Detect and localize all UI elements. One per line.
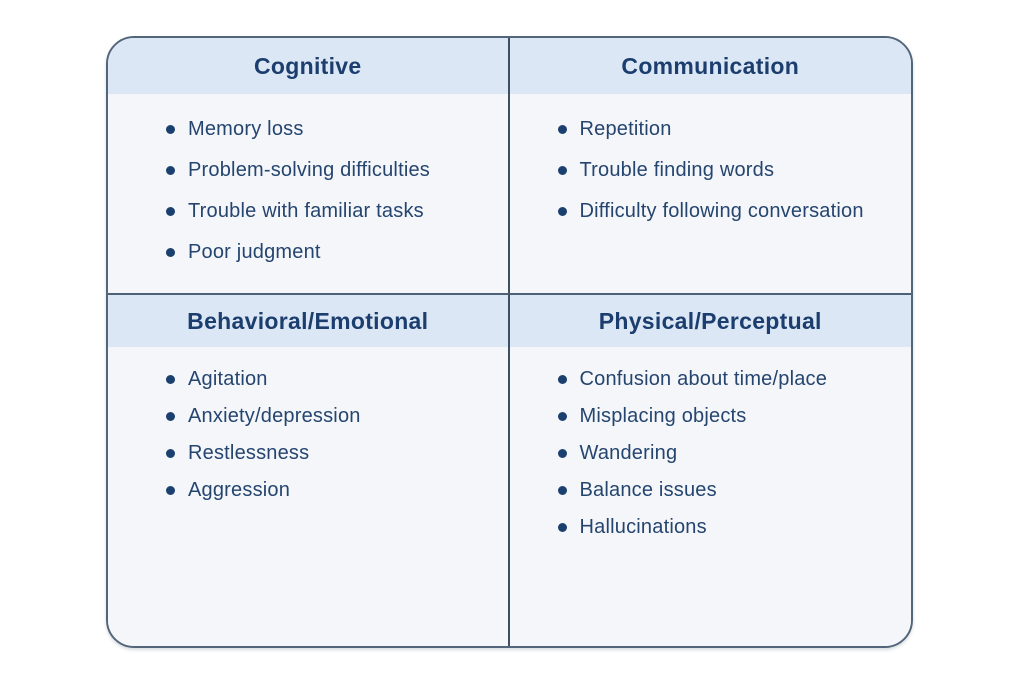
list-item: Problem-solving difficulties [166,156,498,184]
list-item: Confusion about time/place [557,365,902,393]
list-item: Restlessness [166,439,498,467]
list-item: Hallucinations [557,513,902,541]
bullet-icon [166,165,175,175]
list-item-label: Balance issues [579,479,717,501]
list-item-label: Confusion about time/place [579,368,828,390]
body-cognitive: Memory loss Problem-solving difficulties… [108,94,510,293]
list-item-label: Anxiety/depression [188,405,361,427]
list-item-label: Difficulty following conversation [579,200,864,222]
quadrant-title-physical-perceptual: Physical/Perceptual [598,307,822,334]
body-physical-perceptual: Confusion about time/place Misplacing ob… [509,347,912,646]
header-behavioral-emotional: Behavioral/Emotional [108,293,510,347]
list-item: Difficulty following conversation [557,197,902,225]
bullet-icon [166,124,175,134]
list-item-label: Trouble with familiar tasks [188,200,424,222]
bullet-icon [557,522,567,532]
list-item-label: Problem-solving difficulties [188,159,430,181]
quadrant-title-behavioral-emotional: Behavioral/Emotional [187,307,429,334]
bullet-icon [557,374,567,384]
bullet-icon [557,448,567,458]
list-item-label: Poor judgment [188,241,321,263]
list-item-label: Hallucinations [579,516,707,538]
list-item: Anxiety/depression [166,402,498,430]
header-cognitive: Cognitive [108,38,510,94]
bullet-icon [166,206,175,216]
quadrant-title-communication: Communication [621,52,800,79]
bullet-icon [557,411,567,421]
bullet-icon [166,448,175,458]
bullet-icon [166,411,175,421]
list-item: Balance issues [557,476,902,504]
list-item-label: Restlessness [188,442,310,464]
quadrant-title-cognitive: Cognitive [254,52,362,79]
symptoms-table-card: Cognitive Communication Memory loss Prob… [106,36,913,648]
bullet-icon [166,247,175,257]
list-item: Memory loss [166,115,498,143]
list-item-label: Memory loss [188,118,304,140]
header-communication: Communication [509,38,911,94]
list-item-label: Wandering [579,442,678,464]
list-item: Repetition [557,115,902,143]
list-item-label: Misplacing objects [579,405,747,427]
list-item: Aggression [166,476,498,504]
list-item: Agitation [166,365,498,393]
list-item-label: Agitation [188,368,268,390]
symptom-list-physical-perceptual: Confusion about time/place Misplacing ob… [510,347,912,541]
list-item: Trouble with familiar tasks [166,197,498,225]
symptom-list-behavioral-emotional: Agitation Anxiety/depression Restlessnes… [108,347,508,504]
list-item: Poor judgment [166,238,498,266]
list-item: Trouble finding words [557,156,902,184]
bullet-icon [557,124,567,134]
symptom-list-communication: Repetition Trouble finding words Difficu… [510,94,912,225]
header-physical-perceptual: Physical/Perceptual [509,293,911,347]
body-communication: Repetition Trouble finding words Difficu… [509,94,912,293]
symptom-list-cognitive: Memory loss Problem-solving difficulties… [108,94,508,266]
list-item-label: Trouble finding words [579,159,775,181]
list-item-label: Aggression [188,479,291,501]
bullet-icon [557,206,567,216]
bullet-icon [166,485,175,495]
list-item: Misplacing objects [557,402,902,430]
list-item: Wandering [557,439,902,467]
bullet-icon [166,374,175,384]
list-item-label: Repetition [579,118,672,140]
bullet-icon [557,165,567,175]
bullet-icon [557,485,567,495]
body-behavioral-emotional: Agitation Anxiety/depression Restlessnes… [108,347,510,646]
